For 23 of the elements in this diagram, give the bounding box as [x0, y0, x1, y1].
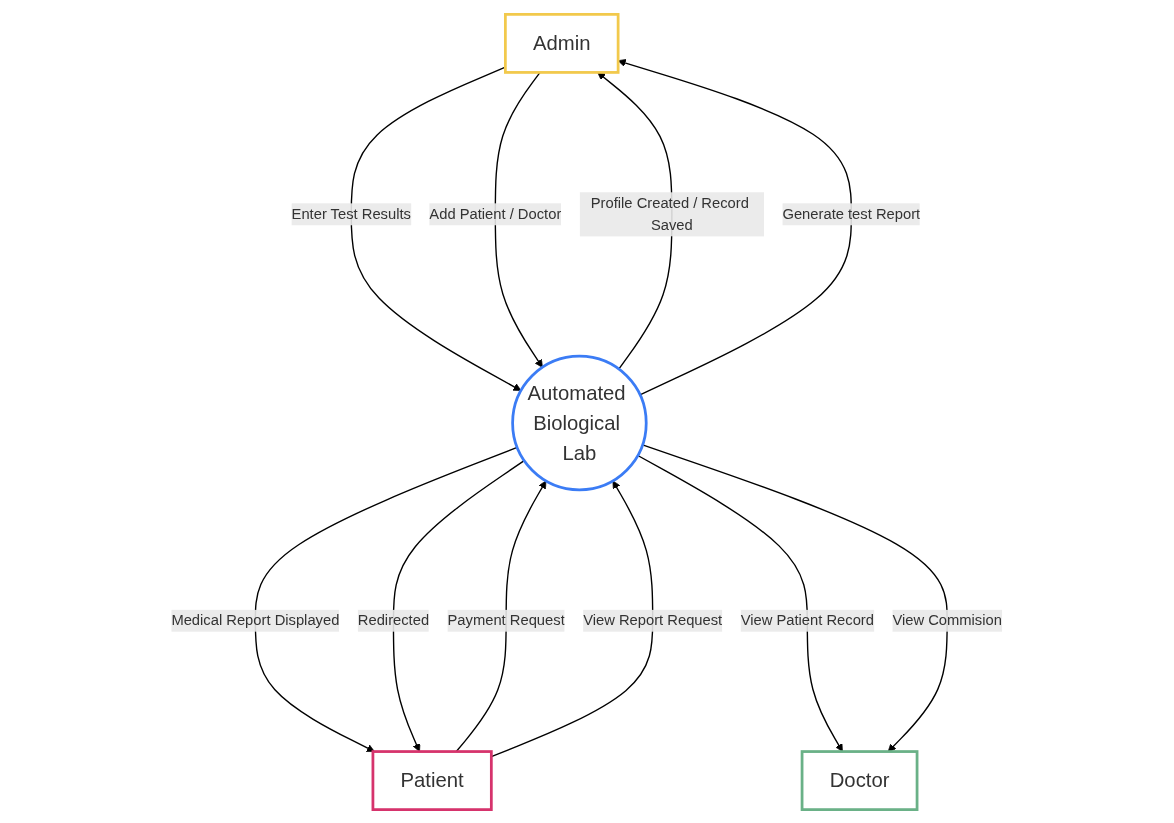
arrow [642, 443, 949, 752]
node-box: Doctor [801, 749, 919, 811]
edge-label: Medical Report Displayed [171, 611, 340, 628]
arrow [393, 459, 526, 752]
edge-label: View Patient Record [741, 611, 875, 628]
arrow [350, 66, 522, 391]
edge-label: Enter Test Results [291, 205, 412, 222]
edge-label: Add Patient / Doctor [429, 205, 562, 222]
node-circle: Automated Biological Lab [511, 354, 648, 491]
edge-label: View Report Request [583, 611, 723, 628]
arrow [495, 71, 544, 368]
edge-label: Generate test Report [782, 205, 921, 222]
node-box: Patient [371, 749, 494, 811]
edge-label: Redirected [358, 611, 430, 628]
edge-label: View Commision [892, 611, 1003, 628]
arrow [255, 446, 519, 752]
edge-label: Profile Created / Record Saved [591, 194, 750, 233]
arrow [491, 480, 654, 757]
node-box: Admin [504, 12, 620, 74]
arrow [618, 58, 853, 395]
edge-label: Payment Request [447, 611, 566, 628]
arrow [637, 454, 844, 752]
arrow [455, 480, 547, 752]
